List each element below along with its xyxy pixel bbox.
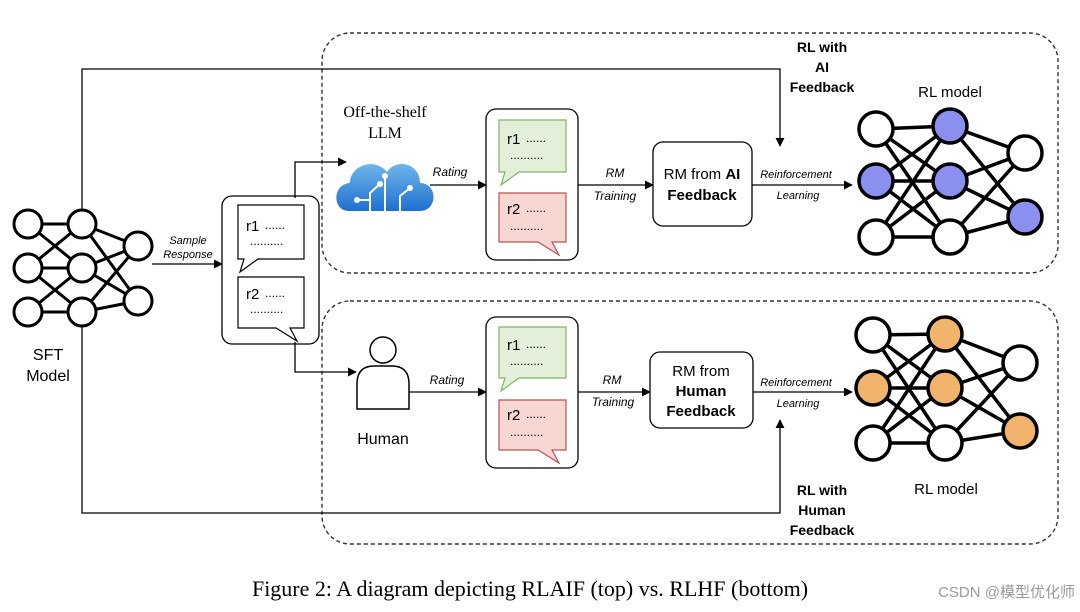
bottom-rl-network	[854, 315, 1039, 462]
rlhf-dashed-region	[321, 300, 1059, 545]
top-rm-box-bold: AI	[725, 166, 740, 183]
top-rl-network	[857, 107, 1044, 256]
sft-label-line1: SFT	[33, 347, 63, 364]
top-rm-box	[652, 141, 753, 227]
human-label: Human	[357, 431, 409, 448]
bottom-r2-dots-a: ......	[526, 407, 546, 421]
bottom-rm-training-label-1: RM	[603, 373, 622, 387]
top-rl-with-label-3: Feedback	[790, 79, 855, 95]
response-r2-dots-b: ..........	[250, 302, 283, 316]
llm-label-line2: LLM	[368, 125, 402, 142]
response-r1-label: r1	[246, 218, 259, 235]
top-r2-label: r2	[507, 201, 520, 218]
bottom-r1-dots-a: ......	[526, 337, 546, 351]
bottom-rl-with-label-3: Feedback	[790, 522, 855, 538]
bottom-rm-box-line1: RM from	[672, 363, 730, 380]
bottom-r1-label: r1	[507, 337, 520, 354]
top-rm-box-line2: Feedback	[667, 187, 737, 204]
sft-to-rlhf-connector	[81, 326, 785, 514]
top-rating-bubble-r2	[498, 192, 567, 257]
figure-caption: Figure 2: A diagram depicting RLAIF (top…	[252, 576, 808, 601]
bottom-rl-with-label-1: RL with	[797, 482, 847, 498]
bottom-rl-label-2: Learning	[777, 398, 821, 410]
top-r2-dots-a: ......	[526, 201, 546, 215]
sft-to-rlaif-connector	[81, 68, 785, 210]
top-rating-bubble-r1	[498, 119, 567, 187]
bottom-r2-dots-b: ..........	[510, 425, 543, 439]
response-r2-dots-a: ......	[265, 286, 285, 300]
bottom-r2-label: r2	[507, 407, 520, 424]
top-rl-with-label-1: RL with	[797, 39, 847, 55]
bottom-rl-with-label-2: Human	[798, 502, 845, 518]
sft-network	[12, 208, 154, 328]
response-bubble-r2	[237, 276, 305, 343]
response-bubble-r1	[237, 204, 305, 274]
top-r2-dots-b: ..........	[510, 219, 543, 233]
top-rl-model-label: RL model	[918, 84, 982, 101]
top-rl-label-2: Learning	[777, 190, 821, 202]
responses-to-human-arrow	[294, 342, 357, 377]
rlaif-dashed-region	[321, 32, 1059, 274]
top-rl-with-label-2: AI	[815, 59, 829, 75]
watermark: CSDN @模型优化师	[938, 584, 1075, 601]
top-rm-training-label-1: RM	[606, 166, 625, 180]
bottom-rm-training-label-2: Training	[592, 395, 635, 409]
top-rm-training-label-2: Training	[594, 189, 637, 203]
llm-label-line1: Off-the-shelf	[343, 104, 427, 121]
responses-to-llm-arrow	[294, 157, 347, 198]
response-r2-label: r2	[246, 286, 259, 303]
bottom-rating-bubble-r2	[498, 399, 567, 465]
bottom-rating-label: Rating	[430, 373, 465, 387]
cloud-llm-icon	[336, 164, 434, 211]
top-r1-label: r1	[507, 131, 520, 148]
sample-response-label-1: Sample	[169, 235, 206, 247]
response-r1-dots-b: ..........	[250, 234, 283, 248]
bottom-rm-box	[649, 351, 754, 429]
bottom-r1-dots-b: ..........	[510, 354, 543, 368]
bottom-rl-label-1: Reinforcement	[760, 377, 832, 389]
top-rl-label-1: Reinforcement	[760, 169, 832, 181]
bottom-rl-model-label: RL model	[914, 481, 978, 498]
sample-response-label-2: Response	[163, 249, 213, 261]
top-r1-dots-b: ..........	[510, 148, 543, 162]
top-rm-box-line1: RM from AI	[664, 166, 741, 183]
top-r1-dots-a: ......	[526, 131, 546, 145]
bottom-rm-box-line3: Feedback	[666, 403, 736, 420]
human-icon	[356, 336, 410, 410]
top-rating-label: Rating	[433, 165, 468, 179]
bottom-rm-box-line2: Human	[676, 383, 727, 400]
bottom-rating-bubble-r1	[498, 326, 567, 393]
response-r1-dots-a: ......	[265, 218, 285, 232]
sft-label-line2: Model	[26, 368, 70, 385]
top-rm-box-prefix: RM from	[664, 166, 726, 183]
